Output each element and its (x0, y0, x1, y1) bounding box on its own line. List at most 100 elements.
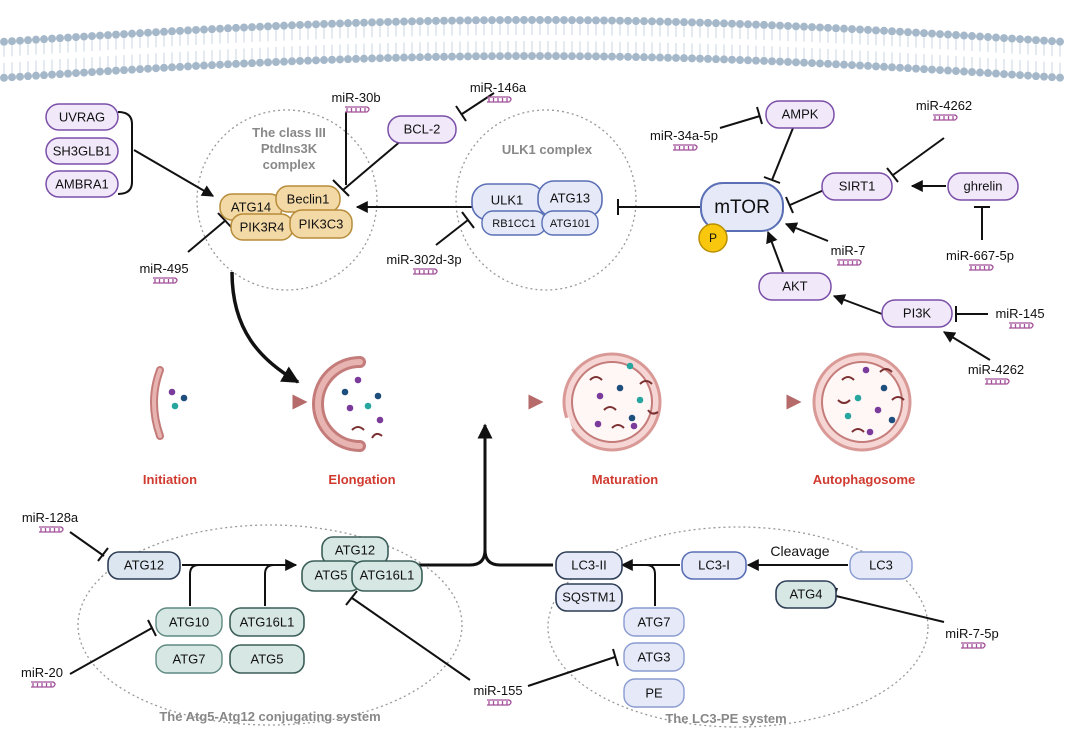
pi3k-complex-title-1: The class III (252, 125, 326, 140)
mirna-hairpin-icon (1009, 322, 1034, 329)
atg13-label: ATG13 (550, 190, 590, 205)
stage-maturation: Maturation (592, 472, 659, 487)
mir20-label: miR-20 (21, 665, 63, 680)
phospho-label: P (709, 231, 717, 245)
atg5-system-outline (77, 524, 463, 726)
mir145-label: miR-145 (995, 306, 1044, 321)
pe-box: PE (623, 678, 685, 708)
stage-initiation: Initiation (143, 472, 197, 487)
mir302-line (435, 219, 469, 246)
mir34a-label: miR-34a-5p (650, 128, 718, 143)
pik3c3-box: PIK3C3 (289, 209, 353, 239)
bcl2-inhibition-bar (332, 179, 350, 197)
bcl2-inhibition-line (342, 139, 403, 191)
atg13-box: ATG13 (537, 180, 603, 218)
atg10-join-line (189, 564, 200, 606)
regulator-bracket (117, 111, 133, 195)
ghrelin-box: ghrelin (947, 172, 1019, 201)
mir30b-label: miR-30b (331, 90, 380, 105)
ambra1-box: AMBRA1 (45, 170, 119, 198)
pik3r4-label: PIK3R4 (240, 219, 285, 234)
akt-label: AKT (782, 278, 807, 293)
mir155-atg3-bar (612, 648, 619, 667)
atg7-box-b: ATG7 (623, 607, 685, 637)
lc3-box: LC3 (849, 551, 913, 580)
mir302-label: miR-302d-3p (386, 252, 461, 267)
cleavage-label: Cleavage (770, 543, 829, 559)
mir7-5p-line (835, 595, 945, 623)
pi3k-complex-title-3: complex (263, 157, 317, 172)
atg3-box: ATG3 (623, 642, 685, 672)
ulk1-complex-outline (455, 109, 637, 291)
stage-autophagosome: Autophagosome (813, 472, 916, 487)
atg12-box-a: ATG12 (107, 551, 181, 580)
akt-box: AKT (758, 272, 832, 301)
mir495-bar (217, 212, 233, 229)
beclin1-box: Beclin1 (275, 185, 341, 213)
autophagosome-vesicle (812, 352, 912, 452)
mir155-atg3-line (527, 656, 616, 687)
mir4262-top-bar (886, 167, 899, 183)
mir128a-label: miR-128a (22, 510, 79, 525)
lc3ii-label: LC3-II (571, 557, 606, 572)
mir495-label: miR-495 (139, 261, 188, 276)
atg7-label-b: ATG7 (638, 614, 671, 629)
mirna-hairpin-icon (837, 259, 862, 266)
sqstm1-label: SQSTM1 (562, 589, 615, 604)
atg7-label-a: ATG7 (173, 651, 206, 666)
mir667-label: miR-667-5p (946, 248, 1014, 263)
lc3i-label: LC3-I (698, 557, 730, 572)
sirt1-to-mtor-bar (785, 196, 794, 214)
lc3-to-maturation-line (483, 549, 553, 567)
mirna-hairpin-icon (487, 699, 512, 706)
mtor-label: mTOR (714, 197, 770, 218)
mir20-bar (147, 619, 157, 637)
pik3c3-label: PIK3C3 (299, 216, 344, 231)
mirna-hairpin-icon (487, 96, 512, 103)
pi3k-box: PI3K (881, 299, 953, 328)
akt-to-mtor-arrow (766, 230, 784, 273)
ampk-to-mtor-line (771, 127, 794, 181)
mir4262-to-pi3k-arrow (942, 331, 991, 361)
ulk1-complex-title: ULK1 complex (502, 142, 593, 157)
pe-label: PE (645, 685, 663, 700)
mir155-conj-line (351, 597, 471, 681)
ambra1-label: AMBRA1 (55, 176, 108, 191)
rb1cc1-label: RB1CC1 (492, 218, 535, 230)
mir7-label: miR-7 (831, 243, 866, 258)
sh3glb1-label: SH3GLB1 (53, 143, 112, 158)
sirt1-to-mtor-line (789, 189, 825, 206)
atg4-box: ATG4 (775, 580, 837, 609)
mirna-hairpin-icon (985, 378, 1010, 385)
mirna-hairpin-icon (39, 526, 64, 533)
mir155-conj-bar (345, 590, 358, 606)
mirna-hairpin-icon (413, 268, 438, 275)
atg16l1-label-b: ATG16L1 (360, 567, 415, 582)
mir128a-bar (97, 547, 109, 562)
mir495-line (187, 219, 227, 253)
pik3r4-box: PIK3R4 (230, 213, 294, 241)
uvrag-label: UVRAG (59, 109, 105, 124)
ampk-to-mtor-bar (763, 176, 781, 184)
bcl2-box: BCL-2 (387, 115, 457, 144)
atg16l1-box-b: ATG16L1 (351, 560, 423, 592)
conjugate-to-maturation-arrow (416, 423, 493, 567)
regulators-to-complex-arrow (133, 149, 215, 197)
sirt1-label: SIRT1 (839, 178, 876, 193)
mir155-label: miR-155 (473, 683, 522, 698)
sirt1-box: SIRT1 (821, 172, 893, 201)
ampk-label: AMPK (782, 106, 819, 121)
mirna-hairpin-icon (673, 144, 698, 151)
phospho-marker: P (698, 223, 728, 253)
atg7-join-line (645, 564, 656, 606)
mir20-line (69, 627, 153, 675)
elongation-phagophore (312, 356, 384, 452)
atg14-label: ATG14 (231, 199, 271, 214)
mir34a-line (719, 115, 761, 129)
mir302-bar (461, 211, 475, 229)
complex-to-elongation-arrow (230, 271, 300, 384)
atg7-box-a: ATG7 (155, 644, 223, 674)
pi3k-complex-outline (196, 109, 378, 291)
mir146a-label: miR-146a (470, 80, 527, 95)
